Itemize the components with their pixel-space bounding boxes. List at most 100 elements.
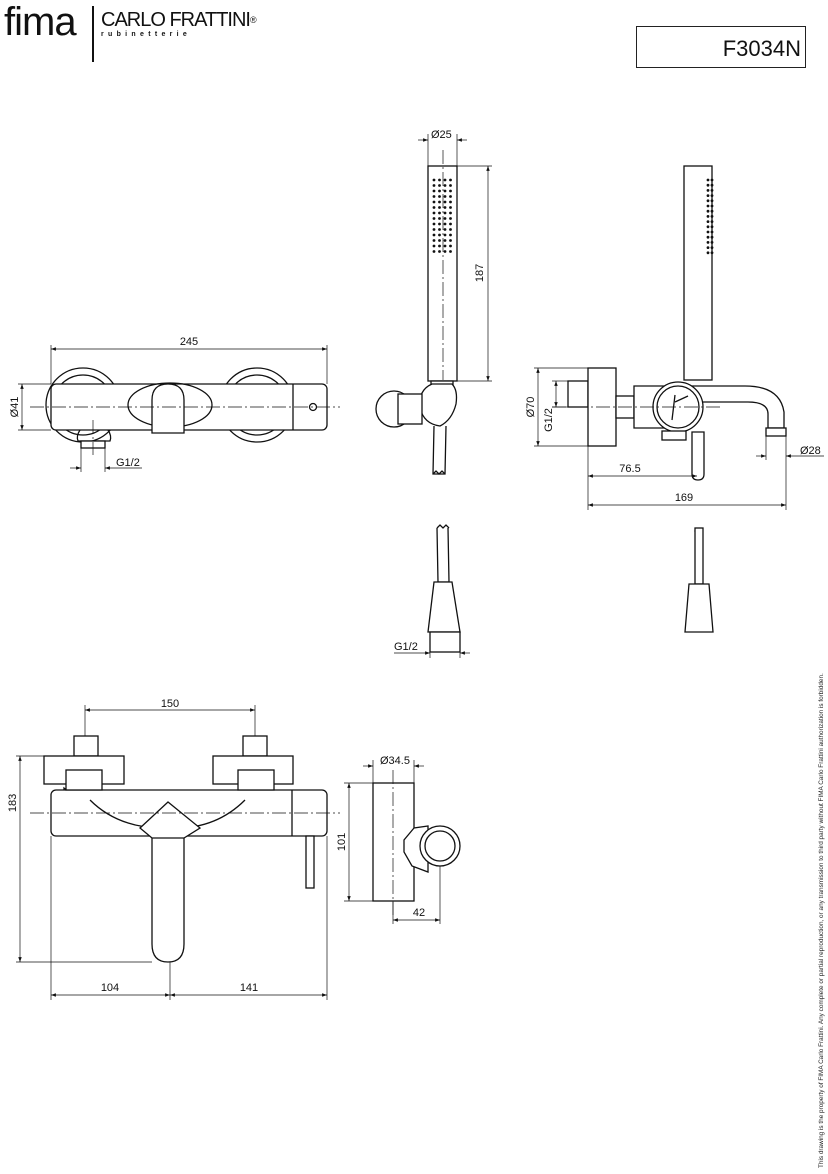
nozzle-dot <box>706 199 710 203</box>
nozzle-dot <box>706 209 710 213</box>
side-inlet-thread-label: G1/2 <box>543 408 555 432</box>
nozzle-dot <box>432 228 436 231</box>
nozzle-dot <box>443 211 447 215</box>
nozzle-dot <box>432 189 436 193</box>
nozzle-dot <box>706 241 710 244</box>
nozzle-dot <box>710 220 714 224</box>
nozzle-dot <box>438 233 441 237</box>
top-centres-label: 150 <box>161 698 179 710</box>
nozzle-dot <box>449 239 452 242</box>
brand-logo: fima <box>4 0 77 44</box>
nozzle-dot <box>438 228 441 231</box>
nozzle-dot <box>710 183 714 187</box>
nozzle-dot <box>706 230 710 234</box>
nozzle-dot <box>438 239 441 242</box>
nozzle-dot <box>706 183 710 187</box>
handshower-view <box>375 150 461 653</box>
nozzle-dot <box>449 195 452 198</box>
nozzle-dot <box>710 225 714 229</box>
nozzle-dot <box>449 211 452 215</box>
front-width-label: 245 <box>180 336 198 348</box>
nozzle-dot <box>432 217 436 220</box>
top-left-offset-label: 104 <box>101 982 119 994</box>
nozzle-dot <box>706 246 710 250</box>
nozzle-dot <box>449 250 452 253</box>
nozzle-dot <box>432 200 436 204</box>
front-body-diameter-label: Ø41 <box>9 397 21 418</box>
top-height-label: 183 <box>7 794 19 812</box>
side-dimensions: Ø70 G1/2 Ø28 76.5 169 <box>525 367 824 510</box>
nozzle-dot <box>449 184 452 187</box>
nozzle-dot <box>443 195 447 198</box>
nozzle-dot <box>706 235 710 239</box>
nozzle-dot <box>443 250 447 253</box>
nozzle-dot <box>706 225 710 229</box>
nozzle-dot <box>710 230 714 234</box>
handshower-dimensions: Ø25 187 G1/2 <box>394 129 492 658</box>
nozzle-dot <box>443 222 447 226</box>
nozzle-dot <box>432 233 436 237</box>
nozzle-dot <box>438 195 441 198</box>
nozzle-dot <box>443 200 447 204</box>
holder-diameter-label: Ø34.5 <box>380 755 410 767</box>
holder-dimensions: Ø34.5 101 42 <box>336 755 441 924</box>
nozzle-dot <box>706 215 710 218</box>
front-outlet-thread-label: G1/2 <box>116 457 140 469</box>
nozzle-dot <box>449 222 452 226</box>
nozzle-dot <box>432 250 436 253</box>
nozzle-dot <box>706 251 710 255</box>
nozzle-dot <box>710 199 714 203</box>
nozzle-dot <box>432 244 436 248</box>
nozzle-dot <box>438 178 441 182</box>
holder-view <box>372 770 461 915</box>
nozzle-dot <box>443 233 447 237</box>
side-spout-diameter-label: Ø28 <box>800 445 821 457</box>
nozzle-dot <box>443 178 447 182</box>
nozzle-dot <box>710 215 714 218</box>
nozzle-dot <box>432 195 436 198</box>
nozzle-dot <box>706 178 710 182</box>
side-view <box>552 165 787 633</box>
nozzle-dot <box>443 239 447 242</box>
spray-nozzles-side <box>706 178 714 255</box>
product-code-box: F3034N <box>636 26 806 68</box>
nozzle-dot <box>706 189 710 192</box>
nozzle-dot <box>710 178 714 182</box>
nozzle-dot <box>432 206 436 209</box>
top-dimensions: 150 183 104 141 <box>7 698 328 1000</box>
nozzle-dot <box>432 211 436 215</box>
nozzle-dot <box>449 228 452 231</box>
nozzle-dot <box>432 184 436 187</box>
nozzle-dot <box>438 217 441 220</box>
nozzle-dot <box>706 204 710 208</box>
nozzle-dot <box>443 206 447 209</box>
nozzle-dot <box>706 194 710 198</box>
front-dimensions: 245 Ø41 G1/2 <box>9 336 328 472</box>
nozzle-dot <box>710 251 714 255</box>
nozzle-dot <box>449 217 452 220</box>
nozzle-dot <box>710 189 714 192</box>
nozzle-dot <box>438 206 441 209</box>
spray-nozzles <box>432 178 452 253</box>
product-code: F3034N <box>722 36 801 61</box>
side-total-depth-label: 169 <box>675 492 693 504</box>
nozzle-dot <box>706 220 710 224</box>
nozzle-dot <box>449 200 452 204</box>
nozzle-dot <box>449 244 452 248</box>
company-logo: CARLO FRATTINI® <box>101 9 257 31</box>
logo-divider <box>92 6 94 62</box>
nozzle-dot <box>438 189 441 193</box>
nozzle-dot <box>438 244 441 248</box>
nozzle-dot <box>449 206 452 209</box>
nozzle-dot <box>443 217 447 220</box>
nozzle-dot <box>432 222 436 226</box>
top-right-offset-label: 141 <box>240 982 258 994</box>
side-inlet-depth-label: 76.5 <box>619 463 640 475</box>
nozzle-dot <box>432 178 436 182</box>
top-view <box>30 735 340 963</box>
holder-depth-label: 42 <box>413 907 425 919</box>
nozzle-dot <box>438 250 441 253</box>
nozzle-dot <box>449 233 452 237</box>
nozzle-dot <box>710 194 714 198</box>
